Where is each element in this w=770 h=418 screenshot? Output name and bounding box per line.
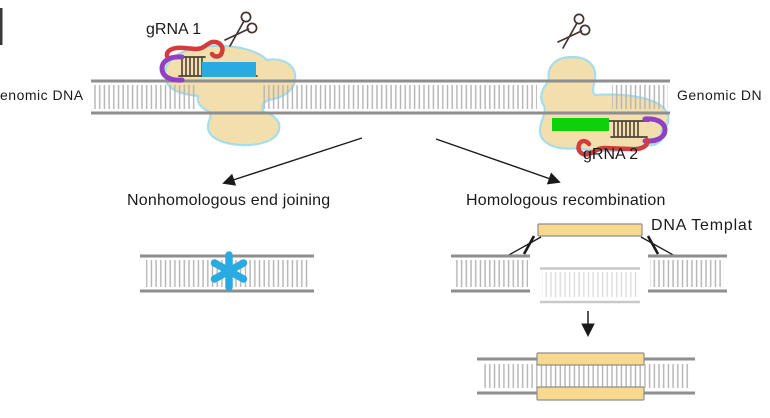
excised-dna-rungs: [542, 272, 638, 297]
scissors-icon: [557, 13, 591, 49]
arrow-to-nhej-icon: [222, 137, 363, 186]
grna-loop-purple: [159, 54, 185, 83]
dna-rungs: [263, 85, 537, 109]
recombination-cross-right: [640, 235, 676, 257]
scissors-icon: [224, 11, 258, 47]
grna-loop-purple: [642, 116, 668, 144]
arrow-to-hr-icon: [435, 138, 561, 185]
genomic-dna-label-right: Genomic DN: [677, 87, 763, 103]
hr-product-dna: [477, 352, 695, 401]
grna-scaffold-red: [576, 137, 650, 157]
base-pairing-rungs: [613, 121, 639, 137]
grna2-label: gRNA 2: [583, 146, 639, 163]
target-sequence-green: [552, 118, 609, 131]
hr-pathway-label: Homologous recombination: [466, 192, 666, 209]
asterisk-mutation-icon: [210, 251, 248, 291]
integrated-template-bottom: [536, 386, 645, 401]
grna1-label: gRNA 1: [146, 21, 202, 38]
hr-intermediate-dna: [451, 254, 727, 304]
target-sequence-blue: [202, 62, 256, 77]
grna1-complex: [159, 39, 258, 83]
cropped-edge-mark: [0, 8, 3, 45]
dna-rungs: [650, 260, 724, 287]
dna-template-label: DNA Templat: [651, 217, 753, 234]
recombination-cross-left: [506, 235, 542, 257]
nhej-product-dna: [140, 251, 314, 293]
genomic-dna-label-left: enomic DNA: [0, 87, 84, 103]
dna-rungs: [454, 260, 528, 287]
dna-rungs: [94, 85, 196, 109]
integrated-template-top: [536, 352, 645, 366]
nhej-pathway-label: Nonhomologous end joining: [127, 192, 331, 209]
template-rect: [537, 223, 643, 237]
dna-rungs: [482, 364, 690, 388]
dna-rungs: [612, 85, 668, 109]
dna-template-bar: [506, 223, 676, 257]
grna2-complex: [552, 116, 668, 157]
genomic-dna-strand: [91, 79, 670, 115]
grna-scaffold-red: [164, 39, 225, 59]
